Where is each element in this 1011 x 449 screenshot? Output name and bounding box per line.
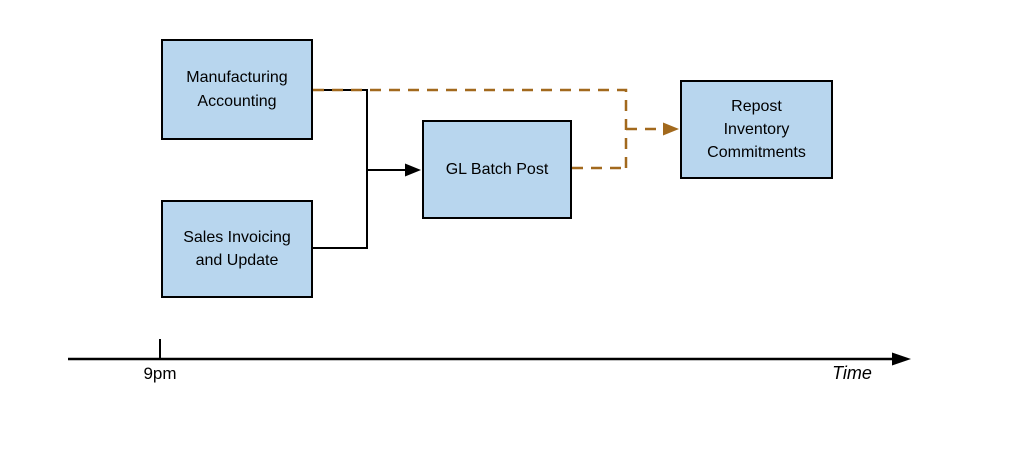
arrowhead-gl-batch-post (405, 163, 421, 177)
timeline-axis-label: Time (832, 363, 872, 383)
timeline-tick-label: 9pm (143, 364, 177, 383)
node-repost-inventory-commitments: Repost Inventory Commitments (680, 80, 833, 179)
arrowhead-repost (663, 122, 679, 136)
node-manufacturing-accounting-label: Manufacturing Accounting (186, 69, 288, 110)
node-gl-batch-post-label: GL Batch Post (445, 160, 549, 178)
solid-connector-merge (313, 89, 368, 249)
node-sales-invoicing-and-update-label: Sales Invoicing and Update (183, 228, 291, 269)
dashed-connector-from-manufacturing (313, 88, 628, 168)
timeline-arrowhead (892, 352, 911, 366)
node-gl-batch-post: GL Batch Post (422, 120, 572, 219)
node-sales-invoicing-and-update: Sales Invoicing and Update (161, 200, 313, 298)
node-repost-inventory-commitments-label: Repost Inventory Commitments (707, 97, 806, 162)
node-manufacturing-accounting: Manufacturing Accounting (161, 39, 313, 140)
